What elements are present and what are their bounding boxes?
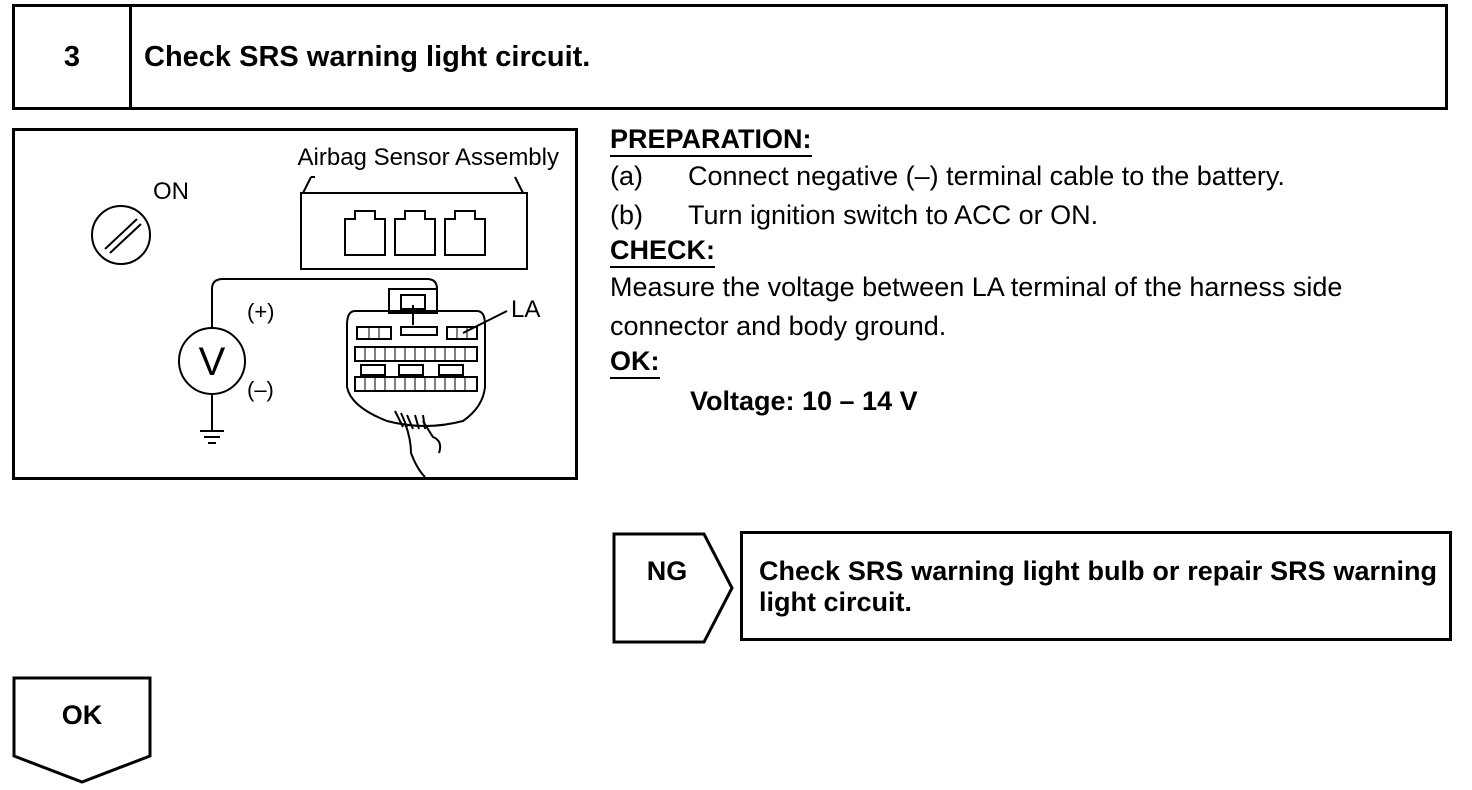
diagram-illustration: Airbag Sensor Assembly ON (+) (–) LA V — [91, 144, 559, 477]
voltage-spec: Voltage: 10 – 14 V — [690, 386, 918, 416]
ng-arrow-icon — [612, 532, 734, 644]
check-text-line-2: connector and body ground. — [610, 311, 947, 341]
ng-label: NG — [646, 556, 688, 586]
minus-label: (–) — [247, 377, 274, 402]
voltmeter-symbol: V — [199, 340, 226, 384]
assembly-label: Airbag Sensor Assembly — [298, 144, 559, 171]
ng-result-box: Check SRS warning light bulb or repair S… — [740, 531, 1452, 641]
step-header: 3 Check SRS warning light circuit. — [12, 4, 1448, 110]
check-heading: CHECK: — [610, 235, 715, 268]
instructions: PREPARATION: (a) Connect negative (–) te… — [610, 124, 1460, 423]
la-terminal-label: LA — [511, 296, 540, 323]
preparation-step: (a) Connect negative (–) terminal cable … — [610, 157, 1460, 196]
plus-label: (+) — [247, 299, 275, 324]
ok-heading: OK: — [610, 346, 660, 379]
check-text-line-1: Measure the voltage between LA terminal … — [610, 272, 1343, 302]
ok-label: OK — [61, 700, 103, 730]
ok-arrow-icon — [12, 676, 152, 784]
step-label: (a) — [610, 161, 643, 191]
wiring-diagram: Airbag Sensor Assembly ON (+) (–) LA V — [12, 128, 578, 480]
step-number: 3 — [15, 7, 132, 107]
step-title: Check SRS warning light circuit. — [144, 40, 591, 73]
preparation-step: (b) Turn ignition switch to ACC or ON. — [610, 196, 1460, 235]
preparation-heading: PREPARATION: — [610, 124, 812, 157]
step-label: (b) — [610, 200, 643, 230]
step-text: Connect negative (–) terminal cable to t… — [688, 161, 1285, 191]
ignition-on-label: ON — [153, 178, 189, 205]
step-text: Turn ignition switch to ACC or ON. — [688, 200, 1099, 230]
